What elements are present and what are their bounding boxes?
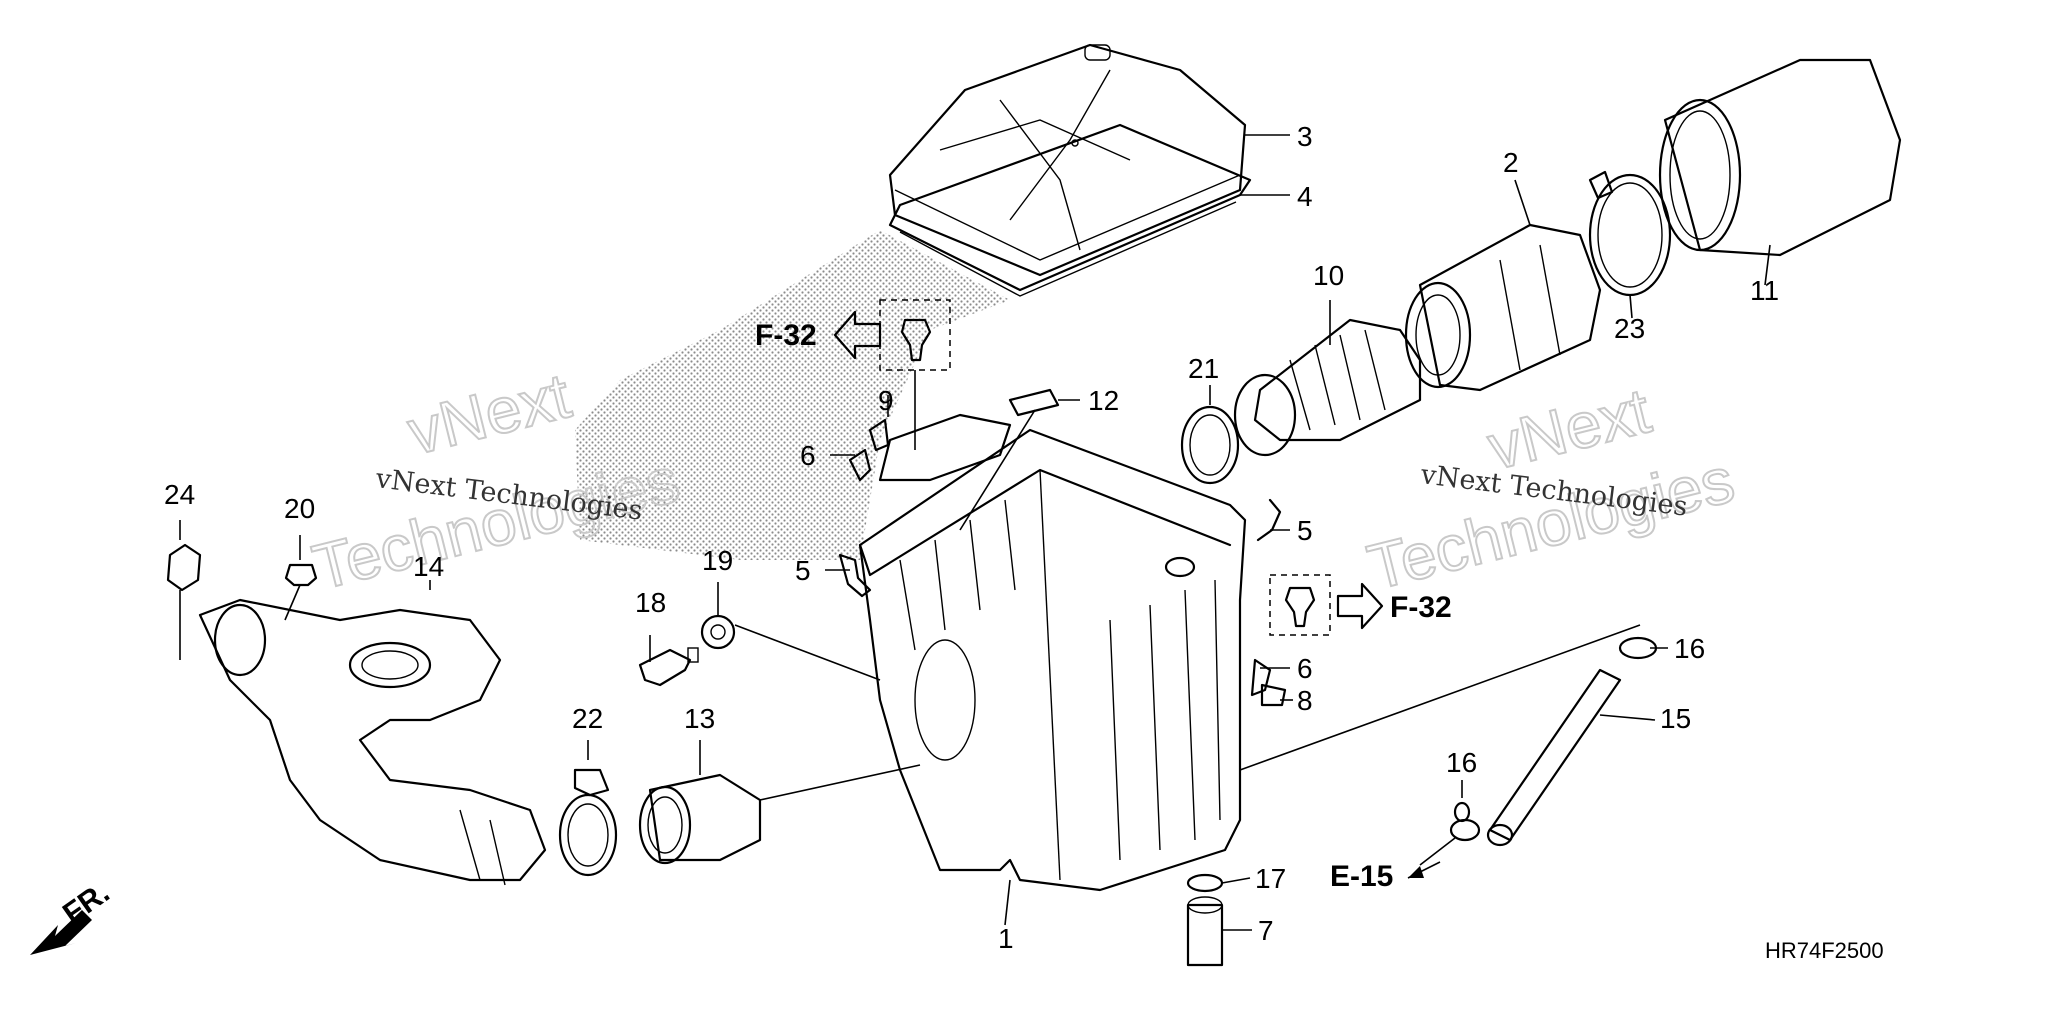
ref-e15: E-15 <box>1330 860 1441 893</box>
callout-6-top: 6 <box>800 440 816 471</box>
watermark-big-1: vNext <box>401 359 577 468</box>
callout-4: 4 <box>1297 181 1313 212</box>
callout-7: 7 <box>1258 915 1274 946</box>
callout-10: 10 <box>1313 260 1344 291</box>
arrowhead-icon <box>1408 866 1424 878</box>
callout-17: 17 <box>1255 863 1286 894</box>
front-label: FR. <box>57 876 116 931</box>
part-14-intake-duct <box>198 598 547 886</box>
callout-9: 9 <box>878 385 894 416</box>
hollow-arrow-right-icon <box>1336 582 1384 630</box>
part-24-clip <box>166 543 202 660</box>
part-6-clip-top <box>848 448 872 482</box>
callout-21: 21 <box>1188 353 1219 384</box>
part-21-band-clamp <box>1180 405 1240 485</box>
part-11-filter-sleeve <box>1658 58 1902 257</box>
part-17-oring <box>1186 873 1224 893</box>
leader-lines <box>179 134 1771 931</box>
part-4-lid-seal <box>888 123 1252 297</box>
callout-numbers: 3 4 2 11 23 10 21 12 9 6 5 5 6 8 1 17 7 … <box>164 121 1779 954</box>
callout-23: 23 <box>1614 313 1645 344</box>
front-direction-indicator: FR. <box>30 876 116 955</box>
part-9-clip <box>868 418 890 452</box>
part-8-clip <box>1260 683 1287 707</box>
part-13-connecting-tube <box>638 773 762 865</box>
callout-12: 12 <box>1088 385 1119 416</box>
callout-5-right: 5 <box>1297 515 1313 546</box>
callout-20: 20 <box>284 493 315 524</box>
part-2-filter-element <box>1404 223 1602 392</box>
part-15-drain-hose <box>1486 668 1622 847</box>
callout-1: 1 <box>998 923 1014 954</box>
callout-19: 19 <box>702 545 733 576</box>
part-20-fastener <box>284 563 318 621</box>
callout-24: 24 <box>164 479 195 510</box>
part-7-drain-tube <box>1186 896 1224 967</box>
ref-f32-right-label: F-32 <box>1390 591 1452 624</box>
callout-2: 2 <box>1503 147 1519 178</box>
drawing-code: HR74F2500 <box>1765 938 1884 963</box>
callout-11: 11 <box>1750 275 1779 306</box>
shadow-band <box>575 230 1010 560</box>
hollow-arrow-left-icon <box>833 310 882 360</box>
front-arrow-icon <box>30 910 92 955</box>
part-23-clamp <box>1588 170 1672 297</box>
part-10-intake-boot <box>1233 318 1422 457</box>
part-3-air-cleaner-cover <box>888 43 1247 277</box>
ref-f32-right: F-32 <box>1336 582 1452 630</box>
clip-box-right <box>1269 574 1331 636</box>
callout-3: 3 <box>1297 121 1313 152</box>
callout-13: 13 <box>684 703 715 734</box>
callout-6-bottom: 6 <box>1297 653 1313 684</box>
ref-f32-top: F-32 <box>755 310 882 360</box>
callout-22: 22 <box>572 703 603 734</box>
part-5-clip-right <box>1256 498 1282 542</box>
callout-5-left: 5 <box>795 555 811 586</box>
part-22-clamp <box>558 768 618 877</box>
callout-15: 15 <box>1660 703 1691 734</box>
part-12-pad <box>1008 388 1060 417</box>
callout-16-bottom: 16 <box>1446 747 1477 778</box>
callout-16-top: 16 <box>1674 633 1705 664</box>
part-16-hose-clip-bottom <box>1449 801 1481 842</box>
callout-18: 18 <box>635 587 666 618</box>
part-1-air-cleaner-case <box>858 413 1247 892</box>
callout-14: 14 <box>413 551 444 582</box>
ref-f32-top-label: F-32 <box>755 319 817 352</box>
callout-8: 8 <box>1297 685 1313 716</box>
ref-e15-label: E-15 <box>1330 860 1393 893</box>
part-5-clip-left <box>838 553 872 598</box>
part-6-clip-bottom <box>1250 658 1272 697</box>
part-19-grommet <box>700 614 736 650</box>
part-18-sensor <box>638 647 699 687</box>
